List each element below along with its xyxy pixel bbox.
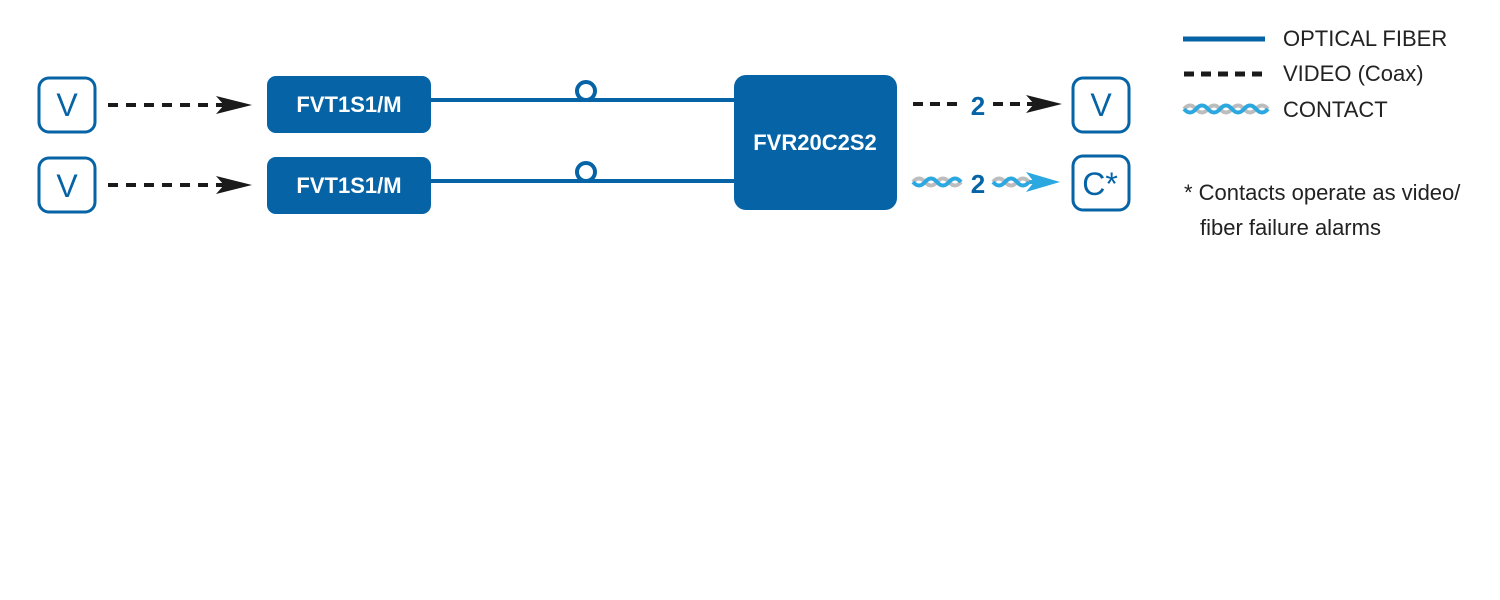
optical-fiber-link-2	[431, 161, 736, 183]
legend-video-label: VIDEO (Coax)	[1283, 61, 1424, 86]
optical-fiber-link-1	[431, 80, 736, 102]
output-video-letter: V	[1090, 87, 1112, 123]
input-video-1-letter: V	[56, 87, 78, 123]
arrowhead-icon	[1026, 172, 1060, 192]
receiver-module-label: FVR20C2S2	[753, 130, 877, 155]
legend-optical-fiber-label: OPTICAL FIBER	[1283, 26, 1447, 51]
output-contact-letter: C*	[1082, 166, 1118, 202]
output-video: V	[1071, 76, 1131, 134]
video-output-cable: 2	[913, 91, 1062, 121]
fiber-connector-icon	[575, 80, 597, 102]
arrowhead-icon	[1026, 95, 1062, 113]
legend: OPTICAL FIBER VIDEO (Coax) CONTACT	[1182, 26, 1447, 122]
contact-swatch-icon	[1182, 103, 1270, 115]
footnote: * Contacts operate as video/ fiber failu…	[1184, 180, 1461, 240]
video-output-count: 2	[971, 91, 985, 121]
input-video-2-letter: V	[56, 168, 78, 204]
arrowhead-icon	[216, 96, 252, 114]
input-video-2: V	[37, 156, 97, 214]
transmitter-module-1: FVT1S1/M	[267, 76, 431, 133]
receiver-module: FVR20C2S2	[734, 75, 897, 210]
input-video-1: V	[37, 76, 97, 134]
transmitter-module-1-label: FVT1S1/M	[296, 92, 401, 117]
video-cable-1	[108, 96, 252, 114]
arrowhead-icon	[216, 176, 252, 194]
legend-item-optical-fiber: OPTICAL FIBER	[1183, 26, 1447, 51]
transmitter-module-2-label: FVT1S1/M	[296, 173, 401, 198]
legend-item-contact: CONTACT	[1182, 97, 1388, 122]
legend-contact-label: CONTACT	[1283, 97, 1388, 122]
fiber-connector-icon	[575, 161, 597, 183]
transmitter-module-2: FVT1S1/M	[267, 157, 431, 214]
legend-item-video: VIDEO (Coax)	[1184, 61, 1424, 86]
contact-output-cable: 2	[911, 169, 1060, 199]
video-cable-2	[108, 176, 252, 194]
footnote-line-2: fiber failure alarms	[1200, 215, 1381, 240]
footnote-line-1: * Contacts operate as video/	[1184, 180, 1461, 205]
contact-output-count: 2	[971, 169, 985, 199]
output-contact: C*	[1071, 154, 1131, 212]
